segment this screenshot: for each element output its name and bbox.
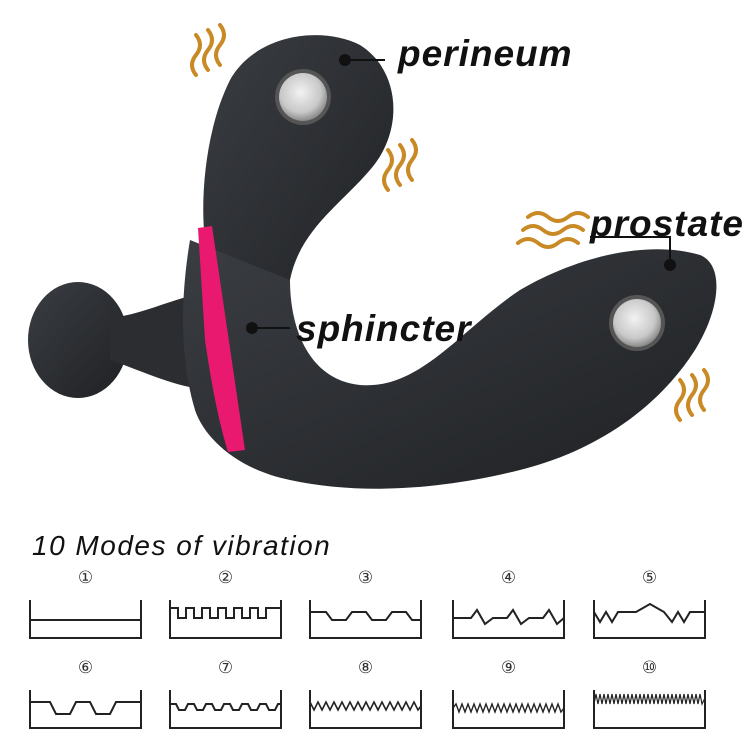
prostate-button [609, 295, 665, 351]
mode-2: ② [168, 568, 283, 650]
mode-7: ⑦ [168, 658, 283, 740]
mode-10-waveform [593, 690, 706, 729]
prostate-label: prostate [590, 203, 744, 244]
mode-number: ⑩ [641, 658, 658, 678]
mode-number: ③ [357, 568, 374, 588]
mode-6: ⑥ [28, 658, 143, 740]
mode-4-waveform [452, 600, 565, 639]
vibration-wave-marks [190, 23, 710, 422]
label-pointers [246, 54, 676, 334]
mode-6-waveform [29, 690, 142, 729]
device-body [28, 35, 717, 489]
mode-number: ⑤ [641, 568, 658, 588]
mode-number: ① [77, 568, 94, 588]
mode-number: ⑧ [357, 658, 374, 678]
mode-8-waveform [309, 690, 422, 729]
perineum-label: perineum [398, 33, 573, 74]
mode-9: ⑨ [451, 658, 566, 740]
mode-7-waveform [169, 690, 282, 729]
mode-3-waveform [309, 600, 422, 639]
mode-9-waveform [452, 690, 565, 729]
mode-5-waveform [593, 600, 706, 639]
mode-4: ④ [451, 568, 566, 650]
mode-number: ⑥ [77, 658, 94, 678]
mode-2-waveform [169, 600, 282, 639]
sphincter-label: sphincter [296, 308, 472, 349]
mode-number: ④ [500, 568, 517, 588]
mode-5: ⑤ [592, 568, 707, 650]
modes-section-title: 10 Modes of vibration [32, 530, 332, 561]
pink-band [198, 226, 245, 452]
mode-1: ① [28, 568, 143, 650]
mode-10: ⑩ [592, 658, 707, 740]
mode-8: ⑧ [308, 658, 423, 740]
mode-1-waveform [29, 600, 142, 639]
mode-number: ② [217, 568, 234, 588]
mode-number: ⑨ [500, 658, 517, 678]
perineum-button [275, 69, 331, 125]
mode-3: ③ [308, 568, 423, 650]
mode-number: ⑦ [217, 658, 234, 678]
